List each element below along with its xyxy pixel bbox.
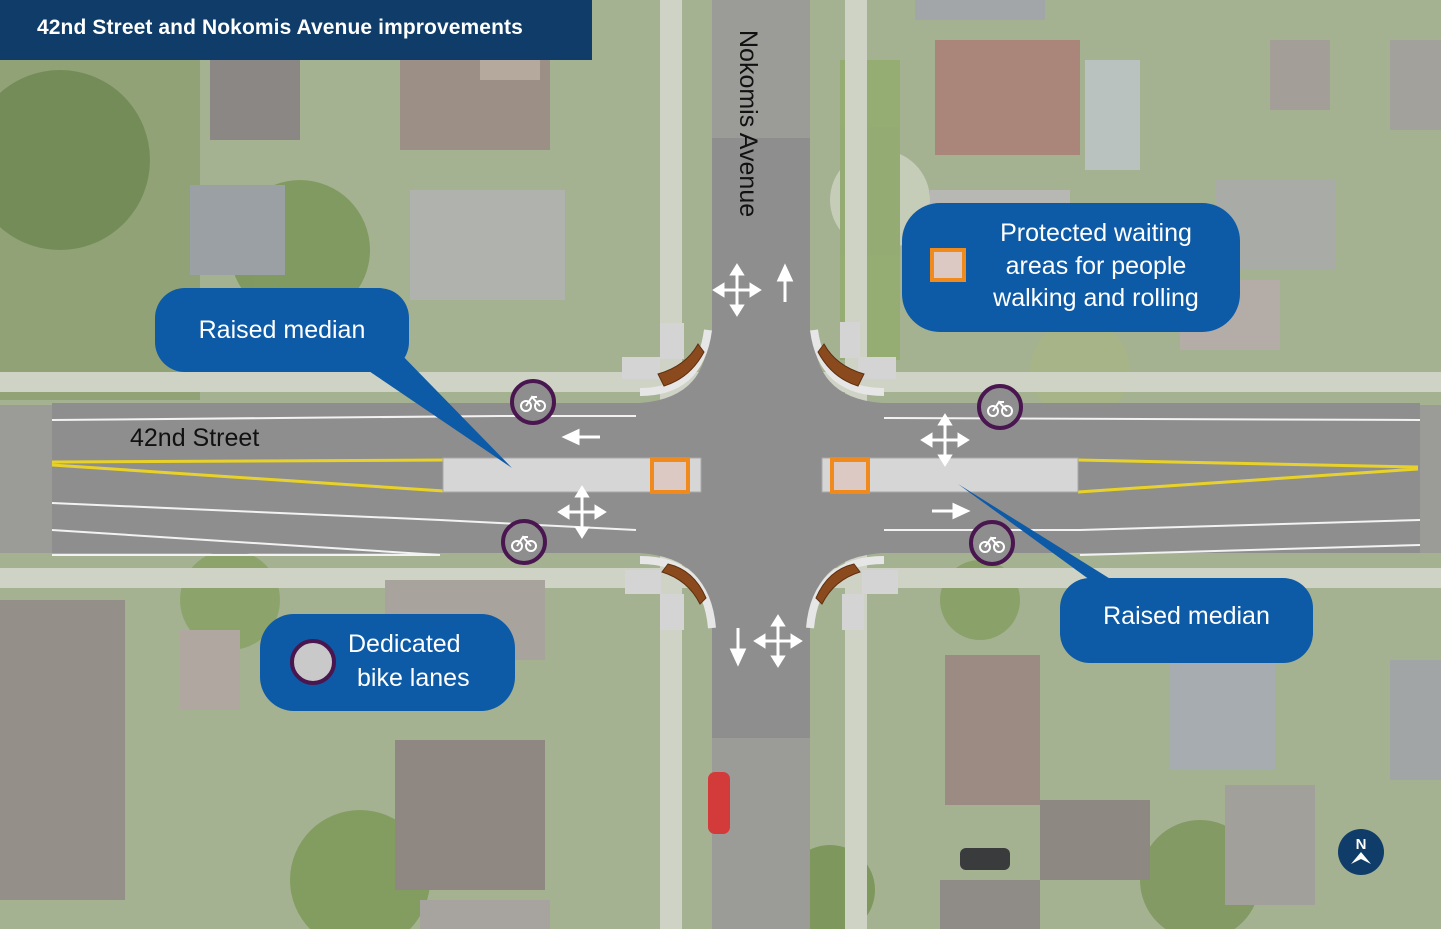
callout-raised-median-west-text: Raised median (198, 316, 366, 344)
callout-pointer-east (958, 484, 1120, 585)
callout-raised-median-east: Raised median (1060, 578, 1313, 663)
corner-bumpouts (622, 322, 898, 630)
turn-arrow-icon (753, 614, 803, 668)
street-label-42nd: 42nd Street (130, 424, 260, 452)
callout-waiting-areas: Protected waiting areas for people walki… (902, 203, 1240, 332)
yellow-center-lines (51, 458, 1419, 494)
turn-arrow-icon (932, 502, 971, 520)
bike-lane-markers (501, 379, 1023, 566)
bike-lane-marker-icon (969, 520, 1015, 566)
turn-arrow-icon (920, 413, 970, 467)
callout-waiting-areas-line-2: areas for people (1005, 252, 1187, 280)
car-icon (960, 848, 1010, 870)
page-title: 42nd Street and Nokomis Avenue improveme… (37, 16, 523, 39)
turn-arrow-icon (776, 263, 794, 302)
turn-arrow-icon (561, 428, 600, 446)
callout-pointer-west (360, 348, 512, 468)
callout-raised-median-west: Raised median (155, 288, 409, 372)
callout-waiting-areas-line-3: walking and rolling (993, 284, 1199, 312)
title-banner: 42nd Street and Nokomis Avenue improveme… (0, 0, 592, 60)
bike-lane-marker-icon (510, 379, 556, 425)
turn-arrow-icon (557, 485, 607, 539)
waiting-area-east (830, 458, 870, 494)
turn-arrow-icon (712, 263, 762, 317)
bike-lane-marker-icon (977, 384, 1023, 430)
callout-waiting-areas-line-1: Protected waiting (1000, 219, 1192, 247)
callout-bike-lanes-line-1: Dedicated (348, 630, 461, 658)
waiting-area-west (650, 458, 690, 494)
bike-lane-marker-icon (501, 519, 547, 565)
lane-arrows (557, 263, 971, 668)
turn-arrow-icon (729, 628, 747, 667)
waiting-area-legend-icon (930, 248, 966, 282)
bike-lane-legend-icon (290, 639, 336, 685)
car-icon (708, 772, 730, 834)
callout-bike-lanes-line-2: bike lanes (357, 664, 470, 692)
street-label-nokomis: Nokomis Avenue (734, 30, 762, 218)
north-arrow-label: N (1356, 836, 1367, 853)
north-arrow-icon: N (1338, 829, 1384, 875)
planters (657, 343, 865, 605)
callout-bike-lanes: Dedicated bike lanes (260, 614, 515, 711)
lane-lines (51, 415, 1421, 556)
callout-raised-median-east-text: Raised median (1103, 602, 1270, 630)
